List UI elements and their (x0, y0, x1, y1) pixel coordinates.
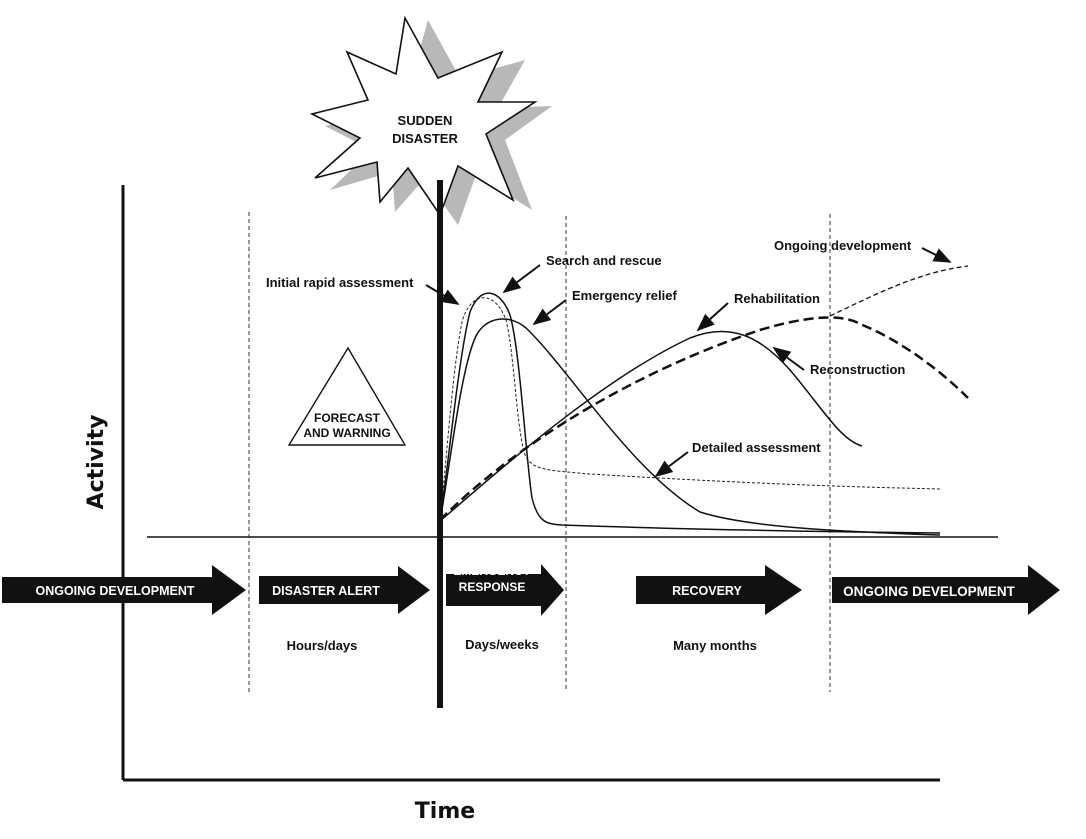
label-detailed-assessment: Detailed assessment (692, 440, 821, 455)
phase-label-ongoing-development-start: ONGOING DEVELOPMENT (35, 584, 194, 598)
pointer-emergency-relief (532, 299, 567, 326)
y-axis-title: Activity (84, 415, 109, 510)
label-ongoing-development: Ongoing development (774, 238, 912, 253)
curve-emergency-relief (439, 318, 941, 536)
x-axis-title: Time (415, 799, 475, 824)
label-search-and-rescue: Search and rescue (546, 253, 662, 268)
phase-label-emergency-response-line2: RESPONSE (459, 580, 526, 594)
sudden-disaster-burst: SUDDEN DISASTER (309, 15, 552, 225)
phase-arrow-emergency-response: EMERGENCY RESPONSE (446, 564, 564, 616)
duration-many-months: Many months (673, 638, 757, 653)
triangle-label-line1: FORECAST (314, 411, 381, 425)
curve-ongoing-development (829, 265, 969, 317)
phase-label-recovery: RECOVERY (672, 584, 742, 598)
pointer-rehabilitation (696, 302, 729, 332)
forecast-warning-triangle: FORECAST AND WARNING (287, 346, 407, 446)
label-reconstruction: Reconstruction (810, 362, 905, 377)
curve-reconstruction (439, 316, 969, 521)
burst-label-line1: SUDDEN (398, 113, 453, 128)
burst-label-line2: DISASTER (392, 131, 458, 146)
pointer-ongoing-development (921, 247, 952, 263)
pointer-initial-rapid-assessment (425, 284, 460, 305)
curve-search-and-rescue (439, 292, 941, 534)
phase-arrow-recovery: RECOVERY (636, 565, 802, 615)
phase-label-disaster-alert: DISASTER ALERT (272, 584, 380, 598)
label-rehabilitation: Rehabilitation (734, 291, 820, 306)
duration-hours-days: Hours/days (287, 638, 358, 653)
phase-arrow-ongoing-development-end: ONGOING DEVELOPMENT (832, 565, 1060, 615)
burst-star (309, 15, 538, 217)
pointer-detailed-assessment (654, 451, 689, 478)
curve-initial-rapid-assessment (439, 297, 943, 519)
duration-days-weeks: Days/weeks (465, 637, 539, 652)
phase-arrow-disaster-alert: DISASTER ALERT (259, 566, 430, 614)
pointer-search-and-rescue (502, 264, 541, 294)
triangle-label-line2: AND WARNING (303, 426, 390, 440)
phase-label-emergency-response-line1: EMERGENCY (453, 564, 530, 578)
label-emergency-relief: Emergency relief (572, 288, 677, 303)
phase-arrow-ongoing-development-start: ONGOING DEVELOPMENT (2, 565, 246, 615)
pointer-reconstruction (772, 346, 805, 371)
curve-rehabilitation (439, 330, 863, 522)
phase-label-ongoing-development-end: ONGOING DEVELOPMENT (843, 584, 1016, 599)
label-initial-rapid-assessment: Initial rapid assessment (266, 275, 414, 290)
